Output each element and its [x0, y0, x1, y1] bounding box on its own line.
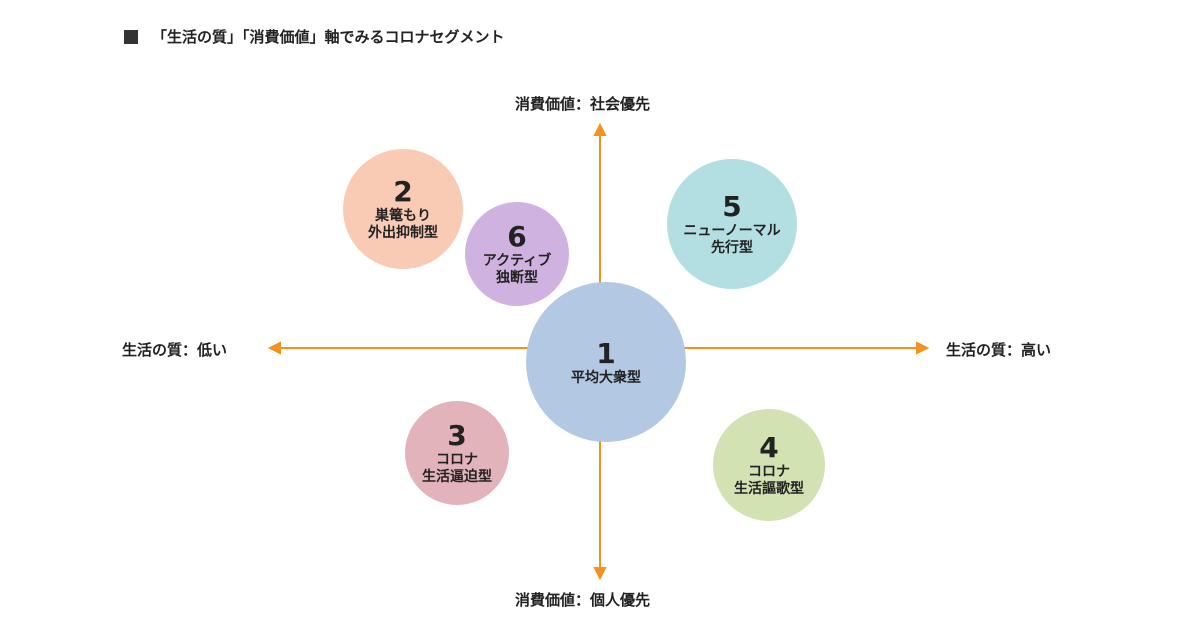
- axis-label-left: 生活の質：低い: [122, 341, 228, 359]
- title-text: 「生活の質」「消費価値」軸でみるコロナセグメント: [152, 28, 505, 46]
- arrow-down-icon: [593, 567, 607, 581]
- axis-label-right: 生活の質：高い: [946, 341, 1052, 359]
- arrow-left-icon: [267, 341, 281, 355]
- segment-name: ニューノーマル 先行型: [683, 223, 781, 256]
- segment-number: 6: [507, 220, 527, 253]
- arrow-up-icon: [593, 122, 607, 136]
- segment-name: コロナ 生活謳歌型: [734, 464, 804, 497]
- segment-number: 3: [447, 419, 467, 452]
- axis-label-bottom: 消費価値：個人優先: [515, 591, 651, 609]
- segment-name: アクティブ 独断型: [482, 253, 552, 286]
- segment-number: 1: [596, 336, 616, 370]
- segment-number: 4: [759, 431, 779, 464]
- diagram-title: 「生活の質」「消費価値」軸でみるコロナセグメント: [124, 26, 505, 47]
- axis-label-top: 消費価値：社会優先: [515, 95, 651, 113]
- segment-name: 巣篭もり 外出抑制型: [368, 208, 438, 241]
- segment-number: 5: [722, 190, 742, 223]
- arrow-right-icon: [916, 341, 930, 355]
- segment-number: 2: [393, 175, 413, 208]
- segment-name: 平均大衆型: [571, 369, 641, 386]
- square-bullet-icon: [124, 29, 138, 44]
- segment-name: コロナ 生活逼迫型: [422, 452, 492, 485]
